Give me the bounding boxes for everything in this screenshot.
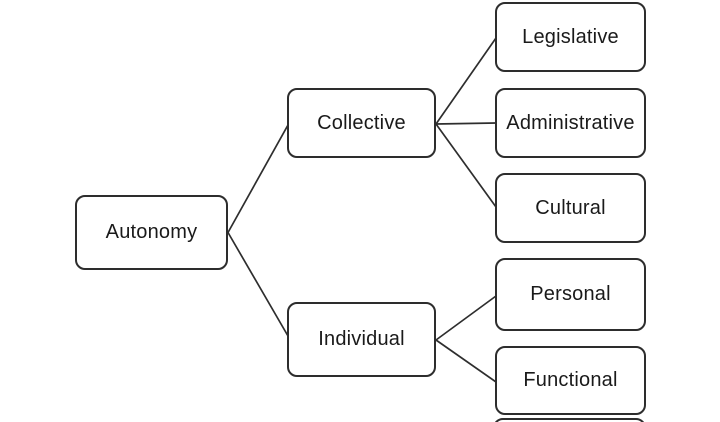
node-cultural: Cultural [495,173,646,243]
node-cultural-label: Cultural [535,196,606,219]
node-functional: Functional [495,346,646,415]
node-legislative: Legislative [495,2,646,72]
connector-line-collective-legislative [435,37,497,125]
node-individual-label: Individual [318,328,405,350]
connector-line-collective-cultural [435,123,497,208]
node-autonomy: Autonomy [75,195,228,270]
node-personal: Personal [495,258,646,331]
node-collective: Collective [287,88,436,158]
node-collective-label: Collective [317,111,406,134]
node-functional-label: Functional [523,369,618,391]
node-personal-label: Personal [530,283,611,305]
connector-line-autonomy-collective [227,124,289,234]
node-administrative: Administrative [495,88,646,158]
node-partial-clipped [493,418,646,422]
node-autonomy-label: Autonomy [105,221,198,243]
connector-line-collective-administrative [435,122,497,125]
connector-line-individual-personal [435,295,497,341]
node-legislative-label: Legislative [522,25,619,48]
node-individual: Individual [287,302,436,377]
connector-line-autonomy-individual [227,231,289,337]
connector-line-individual-functional [435,339,497,383]
node-administrative-label: Administrative [506,111,635,134]
